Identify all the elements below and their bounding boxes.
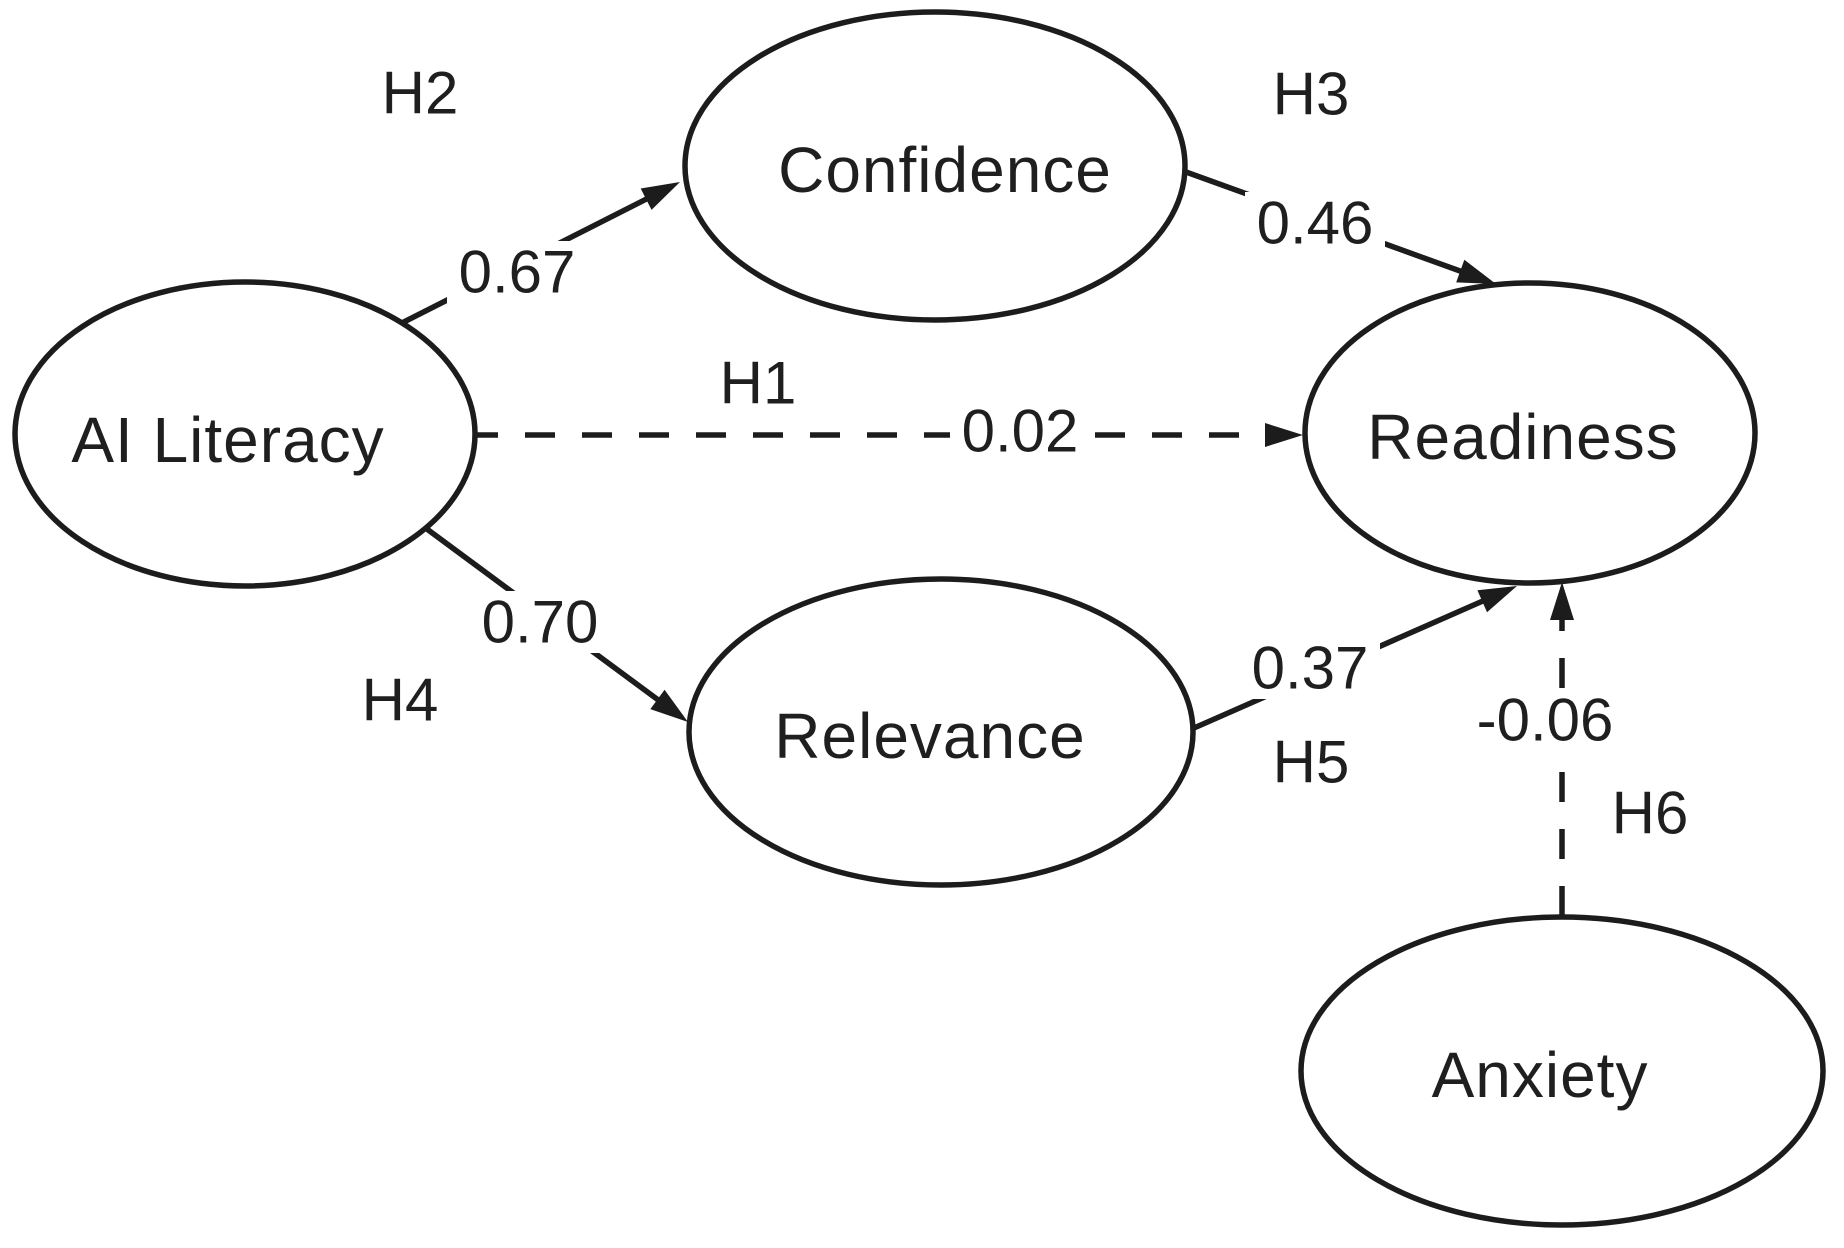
label-mask xyxy=(1460,689,1630,751)
node-confidence-label: Confidence xyxy=(778,134,1112,206)
node-relevance-ellipse xyxy=(686,576,1196,888)
path-h6-hypothesis-label: H6 xyxy=(1612,780,1689,847)
label-mask xyxy=(447,241,587,303)
node-readiness-ellipse xyxy=(1302,280,1758,586)
label-mask xyxy=(950,400,1090,462)
path-h5-hypothesis-label: H5 xyxy=(1273,729,1350,796)
path-h1-coefficient-label: 0.02 xyxy=(962,398,1079,465)
path-h5-coefficient-label: 0.37 xyxy=(1252,635,1369,702)
label-mask xyxy=(1240,637,1380,699)
path-h2-line-arrowhead xyxy=(640,182,680,210)
path-h6-line-arrowhead xyxy=(1550,582,1574,620)
path-h3-hypothesis-label: H3 xyxy=(1273,61,1350,128)
node-ai-literacy-label: AI Literacy xyxy=(71,404,384,476)
arrowheads xyxy=(640,182,1574,722)
node-readiness-label: Readiness xyxy=(1367,401,1678,473)
node-ai-literacy-ellipse xyxy=(12,279,478,589)
path-h2-hypothesis-label: H2 xyxy=(382,60,459,127)
node-anxiety-ellipse xyxy=(1298,914,1826,1228)
label-mask xyxy=(1245,192,1385,254)
node-confidence-ellipse xyxy=(682,9,1188,323)
path-h4-line-arrowhead xyxy=(650,689,688,722)
path-h1-line-arrowhead xyxy=(1265,423,1303,447)
path-h3-line-arrowhead xyxy=(1456,259,1496,284)
label-mask xyxy=(470,591,610,653)
node-anxiety-label: Anxiety xyxy=(1432,1039,1649,1111)
path-h4-coefficient-label: 0.70 xyxy=(482,589,599,656)
path-labels: 0.67 H2 0.46 H3 0.02 H1 0.70 H4 0.37 H5 … xyxy=(362,60,1689,847)
path-h5-line-arrowhead xyxy=(1477,586,1517,613)
path-h4-hypothesis-label: H4 xyxy=(362,667,439,734)
path-h2-coefficient-label: 0.67 xyxy=(459,239,576,306)
path-h3-coefficient-label: 0.46 xyxy=(1257,190,1374,257)
latent-variable-nodes: AI Literacy Confidence Relevance Readine… xyxy=(12,9,1826,1228)
path-h1-hypothesis-label: H1 xyxy=(720,350,797,417)
path-h6-coefficient-label: -0.06 xyxy=(1477,687,1614,754)
node-relevance-label: Relevance xyxy=(774,700,1085,772)
